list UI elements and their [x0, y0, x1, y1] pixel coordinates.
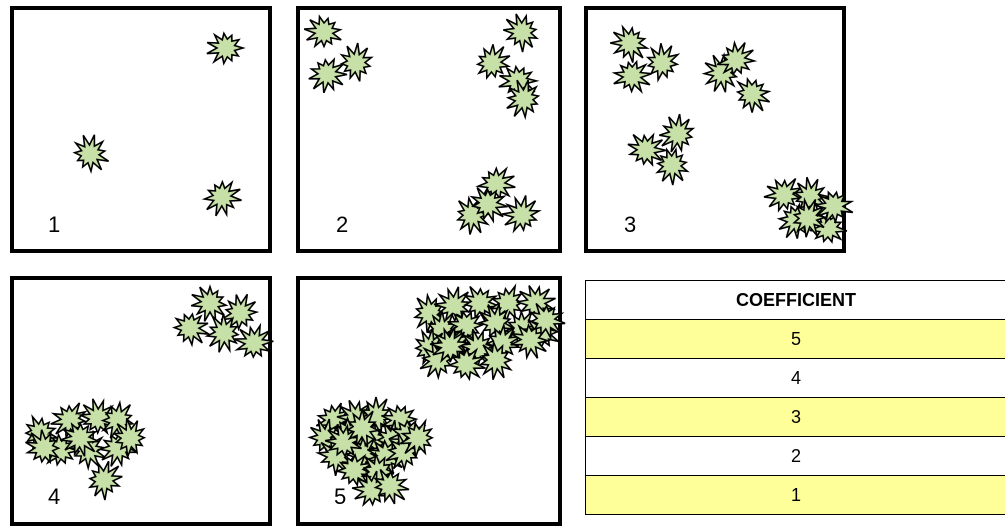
burst-mark [342, 43, 372, 81]
coefficient-value: 4 [586, 359, 1005, 398]
burst-mark [628, 135, 666, 165]
burst-mark [648, 43, 678, 80]
table-header-row: COEFFICIENT [586, 281, 1005, 320]
burst-mark [75, 135, 109, 171]
table-row: 2 [586, 437, 1005, 476]
table-row: 5 [586, 320, 1005, 359]
panel-2: 2 [296, 6, 562, 253]
burst-mark [205, 182, 242, 216]
panel-label: 2 [336, 212, 348, 238]
coefficient-value: 1 [586, 476, 1005, 515]
coefficient-value: 2 [586, 437, 1005, 476]
burst-mark [478, 44, 510, 77]
table-row: 1 [586, 476, 1005, 515]
panel-label: 5 [334, 484, 346, 510]
burst-mark [235, 326, 274, 357]
burst-mark [657, 150, 687, 186]
panel-label: 3 [624, 212, 636, 238]
table-row: 3 [586, 398, 1005, 437]
coefficient-value: 3 [586, 398, 1005, 437]
burst-mark [502, 196, 539, 231]
panel-1: 1 [10, 6, 272, 253]
coefficient-table: COEFFICIENT 5 4 3 2 1 [585, 280, 1005, 515]
coefficient-value: 5 [586, 320, 1005, 359]
panel-5: 5 [296, 276, 562, 526]
burst-mark [610, 27, 647, 63]
burst-mark [191, 287, 226, 323]
burst-mark [503, 14, 536, 52]
panel-label: 4 [48, 484, 60, 510]
burst-mark [207, 33, 243, 63]
burst-mark [174, 314, 209, 345]
burst-mark [738, 79, 770, 112]
burst-mark [614, 62, 652, 92]
burst-mark [309, 59, 347, 92]
burst-mark [90, 461, 122, 500]
panel-3: 3 [584, 6, 846, 253]
burst-mark [304, 17, 341, 47]
burst-mark [659, 114, 693, 152]
table-row: 4 [586, 359, 1005, 398]
panel-label: 1 [48, 212, 60, 238]
table-header: COEFFICIENT [586, 281, 1005, 320]
panel-4: 4 [10, 276, 272, 526]
